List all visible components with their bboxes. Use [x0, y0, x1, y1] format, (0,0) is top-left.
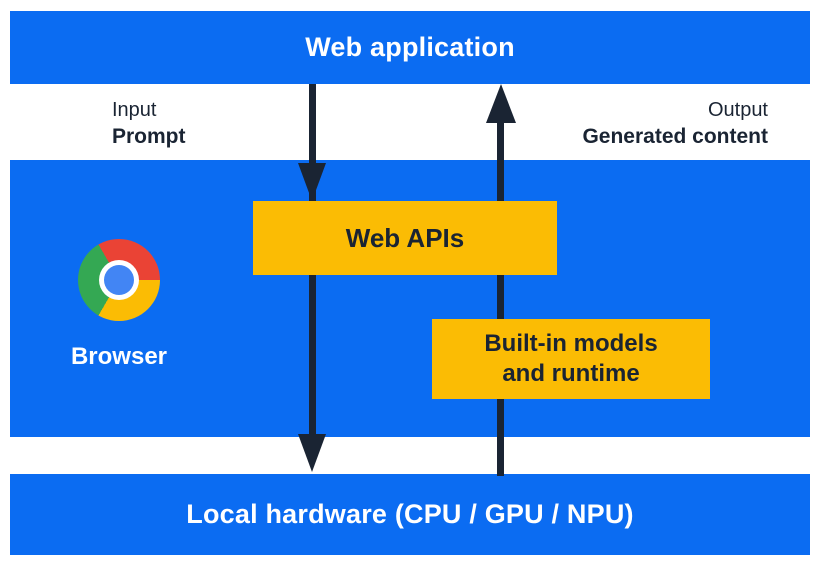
input-value: Prompt [112, 125, 186, 148]
input-title: Input [112, 99, 157, 121]
web-apis-box: Web APIs [253, 201, 557, 275]
builtin-models-label-line2: and runtime [502, 360, 640, 387]
browser-label: Browser [70, 343, 168, 370]
down-arrowhead-to-hardware-icon [298, 434, 326, 472]
builtin-models-label-line1: Built-in models [484, 330, 658, 357]
web-application-label: Web application [305, 32, 515, 62]
chrome-icon-blue-center [104, 265, 134, 295]
browser-group: Browser [64, 239, 174, 371]
builtin-models-box: Built-in models and runtime [432, 319, 710, 399]
chrome-browser-icon [78, 239, 160, 321]
down-arrowhead-to-web-apis-icon [298, 163, 326, 201]
local-hardware-layer: Local hardware (CPU / GPU / NPU) [10, 474, 810, 555]
generated-content-up-arrow [497, 120, 504, 476]
input-label-group: Input Prompt [112, 99, 186, 149]
web-apis-label: Web APIs [345, 222, 465, 253]
output-label-group: Output Generated content [582, 99, 768, 149]
output-value: Generated content [582, 125, 768, 148]
up-arrowhead-to-web-application-icon [486, 84, 516, 123]
output-title: Output [707, 99, 768, 121]
local-hardware-label: Local hardware (CPU / GPU / NPU) [186, 499, 634, 529]
web-application-layer: Web application [10, 11, 810, 84]
